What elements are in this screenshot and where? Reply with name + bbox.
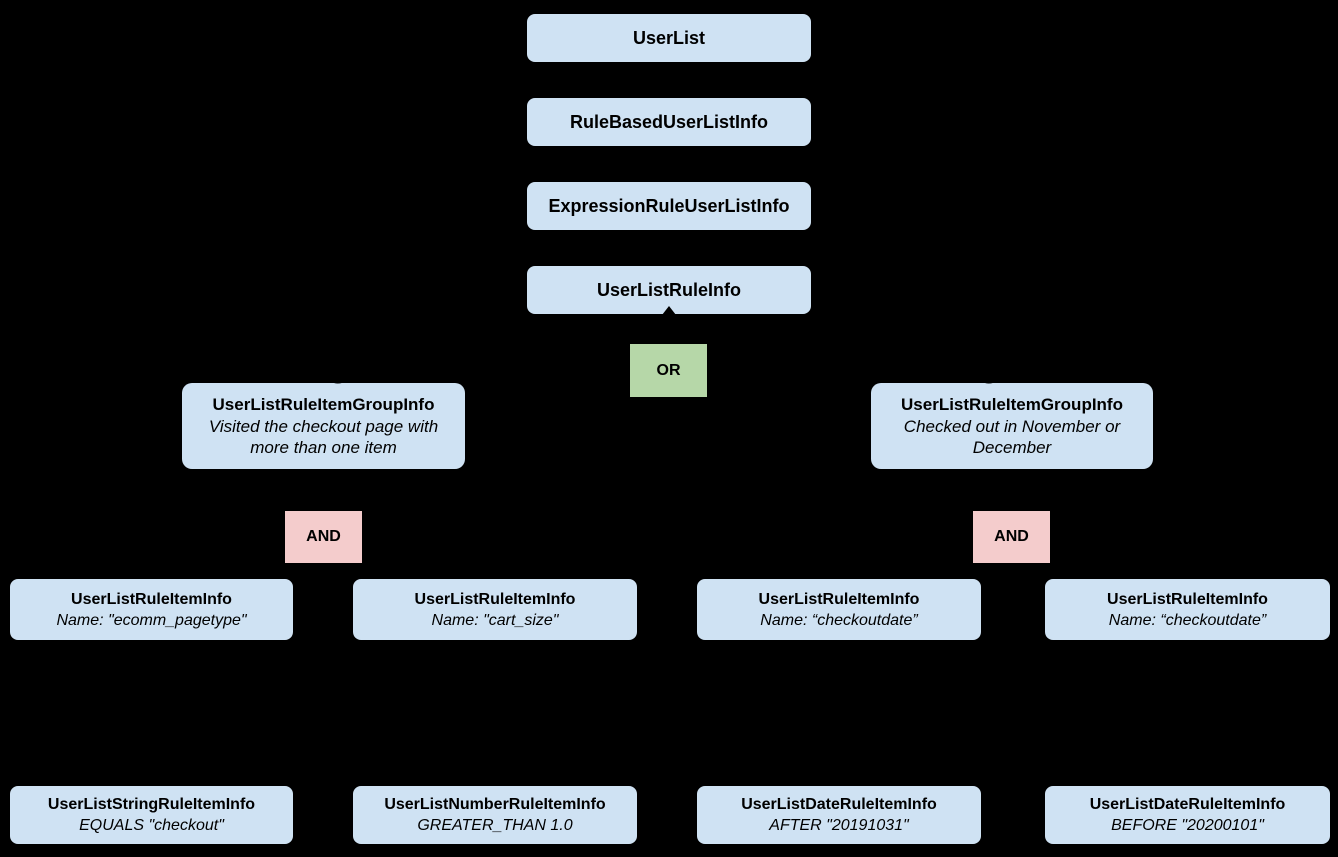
node-user-list: UserList bbox=[527, 14, 811, 62]
node-rule-based-user-list-info: RuleBasedUserListInfo bbox=[527, 98, 811, 146]
rule-item-1-subtitle: Name: "ecomm_pagetype" bbox=[56, 611, 247, 629]
node-rule-based-user-list-info-label: RuleBasedUserListInfo bbox=[569, 112, 769, 132]
arrowhead-icon bbox=[977, 374, 1007, 384]
operand-node-date-rule-after: UserListDateRuleItemInfo AFTER "20191031… bbox=[697, 786, 981, 844]
operand-node-date-rule-before: UserListDateRuleItemInfo BEFORE "2020010… bbox=[1045, 786, 1330, 844]
rule-item-node-checkoutdate-2: UserListRuleItemInfo Name: “checkoutdate… bbox=[1045, 579, 1330, 640]
rule-item-4-title: UserListRuleItemInfo bbox=[1107, 590, 1268, 608]
group-node-left-description: Visited the checkout page with more than… bbox=[208, 417, 439, 457]
operand-4-subtitle: BEFORE "20200101" bbox=[1111, 817, 1264, 834]
and-operator-node-right: AND bbox=[973, 511, 1050, 563]
group-node-left-title: UserListRuleItemGroupInfo bbox=[212, 395, 435, 414]
operand-2-subtitle: GREATER_THAN 1.0 bbox=[417, 817, 573, 834]
arrowhead-icon bbox=[662, 306, 676, 315]
operand-2-title: UserListNumberRuleItemInfo bbox=[384, 796, 606, 813]
or-operator-node: OR bbox=[630, 344, 707, 397]
or-operator-label: OR bbox=[656, 361, 681, 379]
rule-item-3-subtitle: Name: “checkoutdate” bbox=[760, 611, 918, 629]
group-node-right-description: Checked out in November or December bbox=[903, 417, 1121, 457]
node-expression-rule-user-list-info-label: ExpressionRuleUserListInfo bbox=[548, 196, 790, 216]
operand-1-subtitle: EQUALS "checkout" bbox=[79, 817, 224, 834]
rule-item-2-title: UserListRuleItemInfo bbox=[414, 590, 576, 608]
rule-item-node-ecomm-pagetype: UserListRuleItemInfo Name: "ecomm_pagety… bbox=[10, 579, 293, 640]
rule-item-3-title: UserListRuleItemInfo bbox=[758, 590, 920, 608]
rule-item-node-cart-size: UserListRuleItemInfo Name: "cart_size" bbox=[353, 579, 637, 640]
group-node-right: UserListRuleItemGroupInfo Checked out in… bbox=[871, 383, 1153, 469]
node-expression-rule-user-list-info: ExpressionRuleUserListInfo bbox=[527, 182, 811, 230]
and-operator-left-label: AND bbox=[306, 528, 341, 545]
rule-item-2-subtitle: Name: "cart_size" bbox=[431, 611, 559, 629]
group-node-left: UserListRuleItemGroupInfo Visited the ch… bbox=[182, 383, 465, 469]
operand-3-title: UserListDateRuleItemInfo bbox=[741, 796, 937, 813]
node-user-list-rule-info-label: UserListRuleInfo bbox=[596, 280, 742, 300]
group-node-right-title: UserListRuleItemGroupInfo bbox=[901, 395, 1123, 414]
and-operator-right-label: AND bbox=[994, 528, 1029, 545]
node-user-list-label: UserList bbox=[632, 28, 706, 48]
operand-node-string-rule: UserListStringRuleItemInfo EQUALS "check… bbox=[10, 786, 293, 844]
operand-1-title: UserListStringRuleItemInfo bbox=[47, 796, 256, 813]
and-operator-node-left: AND bbox=[285, 511, 362, 563]
operand-3-subtitle: AFTER "20191031" bbox=[769, 817, 909, 834]
rule-item-1-title: UserListRuleItemInfo bbox=[71, 590, 232, 608]
rule-item-node-checkoutdate-1: UserListRuleItemInfo Name: “checkoutdate… bbox=[697, 579, 981, 640]
operand-4-title: UserListDateRuleItemInfo bbox=[1089, 796, 1286, 813]
operand-node-number-rule: UserListNumberRuleItemInfo GREATER_THAN … bbox=[353, 786, 637, 844]
arrowhead-icon bbox=[326, 374, 356, 384]
rule-item-4-subtitle: Name: “checkoutdate” bbox=[1108, 611, 1267, 629]
